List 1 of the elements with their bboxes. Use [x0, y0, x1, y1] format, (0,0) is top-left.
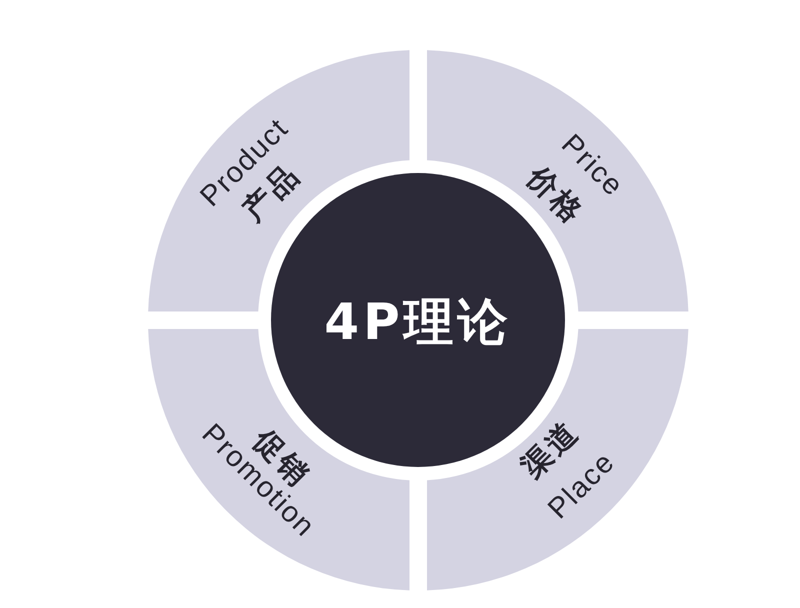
center-title: 4P理论 — [324, 297, 512, 347]
